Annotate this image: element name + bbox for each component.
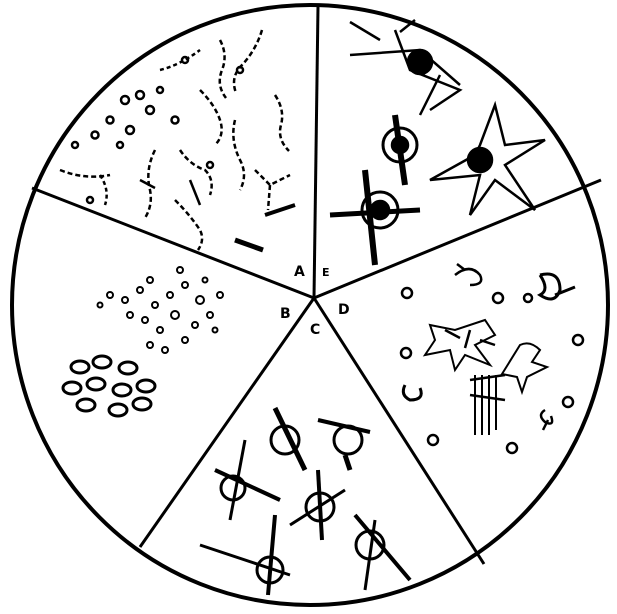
- segment-label-a: A: [294, 264, 305, 280]
- segment-b-granules-illustration: [61, 266, 224, 418]
- segment-label-b: B: [280, 306, 291, 322]
- divider-bottom-right: [312, 297, 486, 565]
- segment-label-d: D: [338, 302, 350, 318]
- segment-label-e: E: [322, 266, 330, 279]
- segment-d-forms-illustration: [399, 263, 585, 455]
- segment-c-spiked-spheres-illustration: [199, 406, 412, 596]
- dividing-lines: [31, 5, 602, 565]
- divider-right: [313, 178, 602, 300]
- segment-label-c: C: [310, 322, 320, 338]
- segment-e-crystals-illustration: [329, 19, 546, 266]
- divider-top: [312, 5, 320, 299]
- divider-bottom-left: [138, 297, 316, 548]
- segment-a-chains-illustration: [59, 29, 296, 253]
- outer-circle: [10, 3, 610, 607]
- divider-left: [31, 186, 315, 300]
